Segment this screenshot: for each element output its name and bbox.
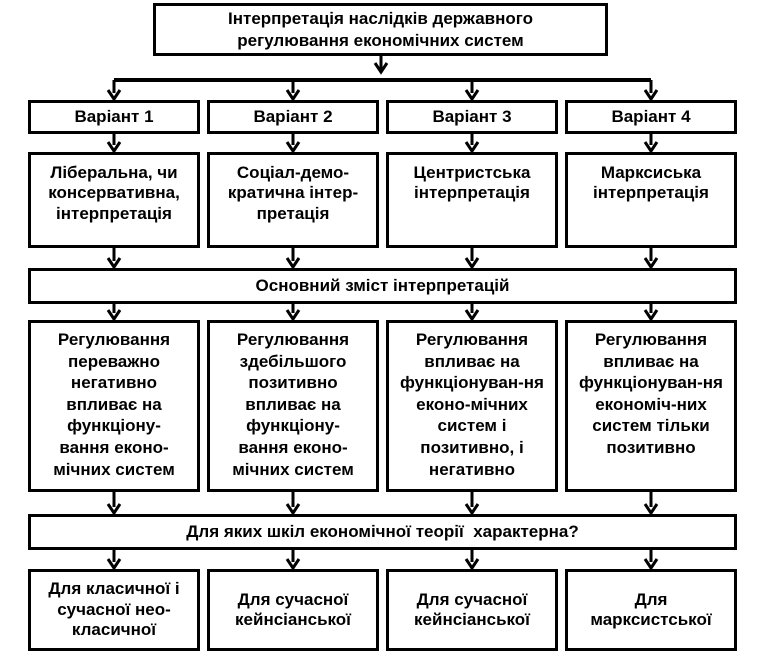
school-text-3: Для сучасної кейнсіанської [414,589,530,629]
interpretation-box-1: Ліберальна, чи консервативна, інтерпрета… [28,152,200,248]
arrow-question-3-head [464,503,480,516]
arrow-variant-2-head [285,89,301,102]
school-box-4: Для марксистської [565,569,737,651]
arrow-variant-3-head [464,89,480,102]
arrow-content-2-head [285,309,301,322]
school-box-2: Для сучасної кейнсіанської [207,569,379,651]
arrow-main-bar-3-head [464,257,480,270]
content-box-3: Регулювання впливає на функціонуван-ня е… [386,320,558,492]
variant-box-1: Варіант 1 [28,100,200,134]
school-text-4: Для марксистської [590,589,712,629]
variant-label-2: Варіант 2 [253,106,333,126]
interpretation-text-3: Центристська інтерпретація [413,163,531,203]
variant-box-4: Варіант 4 [565,100,737,134]
arrow-interpretation-4-head [643,141,659,154]
arrow-school-2-head [285,558,301,571]
interpretation-box-3: Центристська інтерпретація [386,152,558,248]
content-text-1: Регулювання переважно негативно впливає … [53,330,175,479]
content-box-1: Регулювання переважно негативно впливає … [28,320,200,492]
arrow-content-4-head [643,309,659,322]
arrow-question-4-head [643,503,659,516]
content-text-4: Регулювання впливає на функціонуван-ня е… [579,330,723,457]
title-box: Інтерпретація наслідків державного регул… [153,3,608,56]
arrow-interpretation-3-head [464,141,480,154]
school-box-1: Для класичної і сучасної нео-класичної [28,569,200,651]
title-arrow-head [373,62,389,75]
interpretation-text-4: Марксиська інтерпретація [593,163,709,203]
content-box-4: Регулювання впливає на функціонуван-ня е… [565,320,737,492]
arrow-main-bar-2-head [285,257,301,270]
main-content-label: Основний зміст інтерпретацій [255,275,510,295]
variant-label-1: Варіант 1 [74,106,154,126]
arrow-interpretation-1-head [106,141,122,154]
interpretation-text-1: Ліберальна, чи консервативна, інтерпрета… [48,163,180,223]
arrow-school-1-head [106,558,122,571]
question-bar: Для яких шкіл економічної теорії характе… [28,514,737,550]
arrow-variant-1-head [106,89,122,102]
arrow-variant-4-head [643,89,659,102]
content-text-3: Регулювання впливає на функціонуван-ня е… [400,330,544,479]
arrow-question-2-head [285,503,301,516]
variant-box-2: Варіант 2 [207,100,379,134]
school-text-2: Для сучасної кейнсіанської [235,589,351,629]
variant-box-3: Варіант 3 [386,100,558,134]
content-box-2: Регулювання здебільшого позитивно вплива… [207,320,379,492]
variant-label-3: Варіант 3 [432,106,512,126]
arrow-school-3-head [464,558,480,571]
interpretation-box-2: Соціал-демо-кратична інтер-претація [207,152,379,248]
arrow-main-bar-4-head [643,257,659,270]
school-box-3: Для сучасної кейнсіанської [386,569,558,651]
school-text-1: Для класичної і сучасної нео-класичної [48,579,180,640]
arrow-school-4-head [643,558,659,571]
variant-label-4: Варіант 4 [611,106,691,126]
main-content-bar: Основний зміст інтерпретацій [28,268,737,304]
arrow-content-3-head [464,309,480,322]
arrow-interpretation-2-head [285,141,301,154]
title-text: Інтерпретація наслідків державного регул… [228,8,533,50]
arrow-question-1-head [106,503,122,516]
arrow-content-1-head [106,309,122,322]
interpretation-text-2: Соціал-демо-кратична інтер-претація [227,163,359,223]
question-text: Для яких шкіл економічної теорії характе… [186,521,579,541]
content-text-2: Регулювання здебільшого позитивно вплива… [232,330,354,479]
interpretation-box-4: Марксиська інтерпретація [565,152,737,248]
arrow-main-bar-1-head [106,257,122,270]
